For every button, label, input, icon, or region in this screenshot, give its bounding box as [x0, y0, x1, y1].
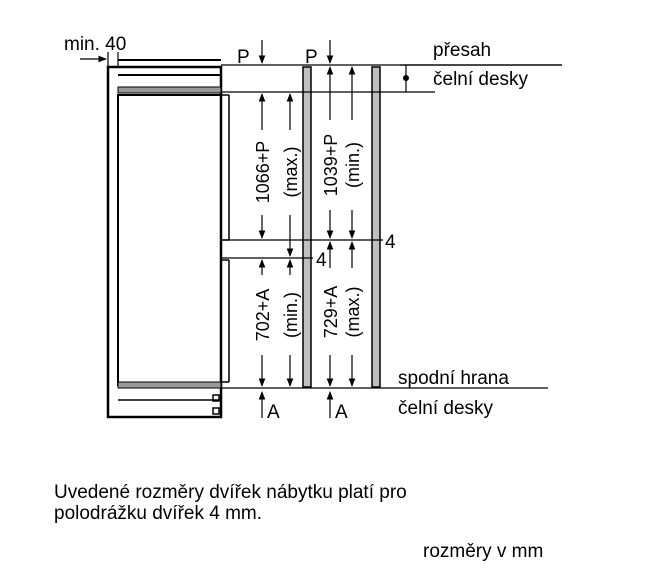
p-arrows [258, 40, 334, 64]
dim-lower-left-note: (min.) [281, 292, 301, 338]
presah-leader [403, 65, 409, 92]
spodni-hrana-label: spodní hrana [398, 368, 509, 389]
door-panels [302, 66, 381, 388]
note-line-1: Uvedené rozměry dvířek nábytku platí pro [54, 482, 407, 503]
a-arrows [258, 391, 334, 418]
dim-upper-left-note: (max.) [281, 147, 301, 198]
note-line-2: polodrážku dvířek 4 mm. [54, 503, 263, 524]
p-label-left: P [237, 47, 250, 68]
a-label-right: A [335, 402, 348, 423]
reference-lines [221, 64, 562, 389]
p-label-right: P [305, 47, 318, 68]
fridge-installation-diagram: min. 40 P P A A přesah čelní desky spodn… [64, 34, 562, 423]
appliance-cabinet [106, 59, 230, 419]
presah-label: přesah [433, 40, 491, 61]
dim-lower-left: 702+A [253, 289, 273, 342]
dim-upper-left: 1066+P [253, 141, 273, 204]
celni-desky-top-label: čelní desky [433, 69, 529, 90]
min-40-label: min. 40 [64, 34, 126, 55]
dim-upper-right: 1039+P [321, 134, 341, 197]
four-label-lower: 4 [316, 250, 327, 271]
dim-upper-right-note: (min.) [343, 142, 363, 188]
four-label-upper: 4 [385, 232, 396, 253]
units-note: rozměry v mm [423, 541, 544, 562]
a-label-left: A [267, 402, 280, 423]
min-40-dimension [80, 52, 119, 66]
dimension-lines [258, 66, 356, 387]
dim-lower-right: 729+A [321, 286, 341, 339]
dim-lower-right-note: (max.) [343, 287, 363, 338]
celni-desky-bottom-label: čelní desky [398, 398, 494, 419]
